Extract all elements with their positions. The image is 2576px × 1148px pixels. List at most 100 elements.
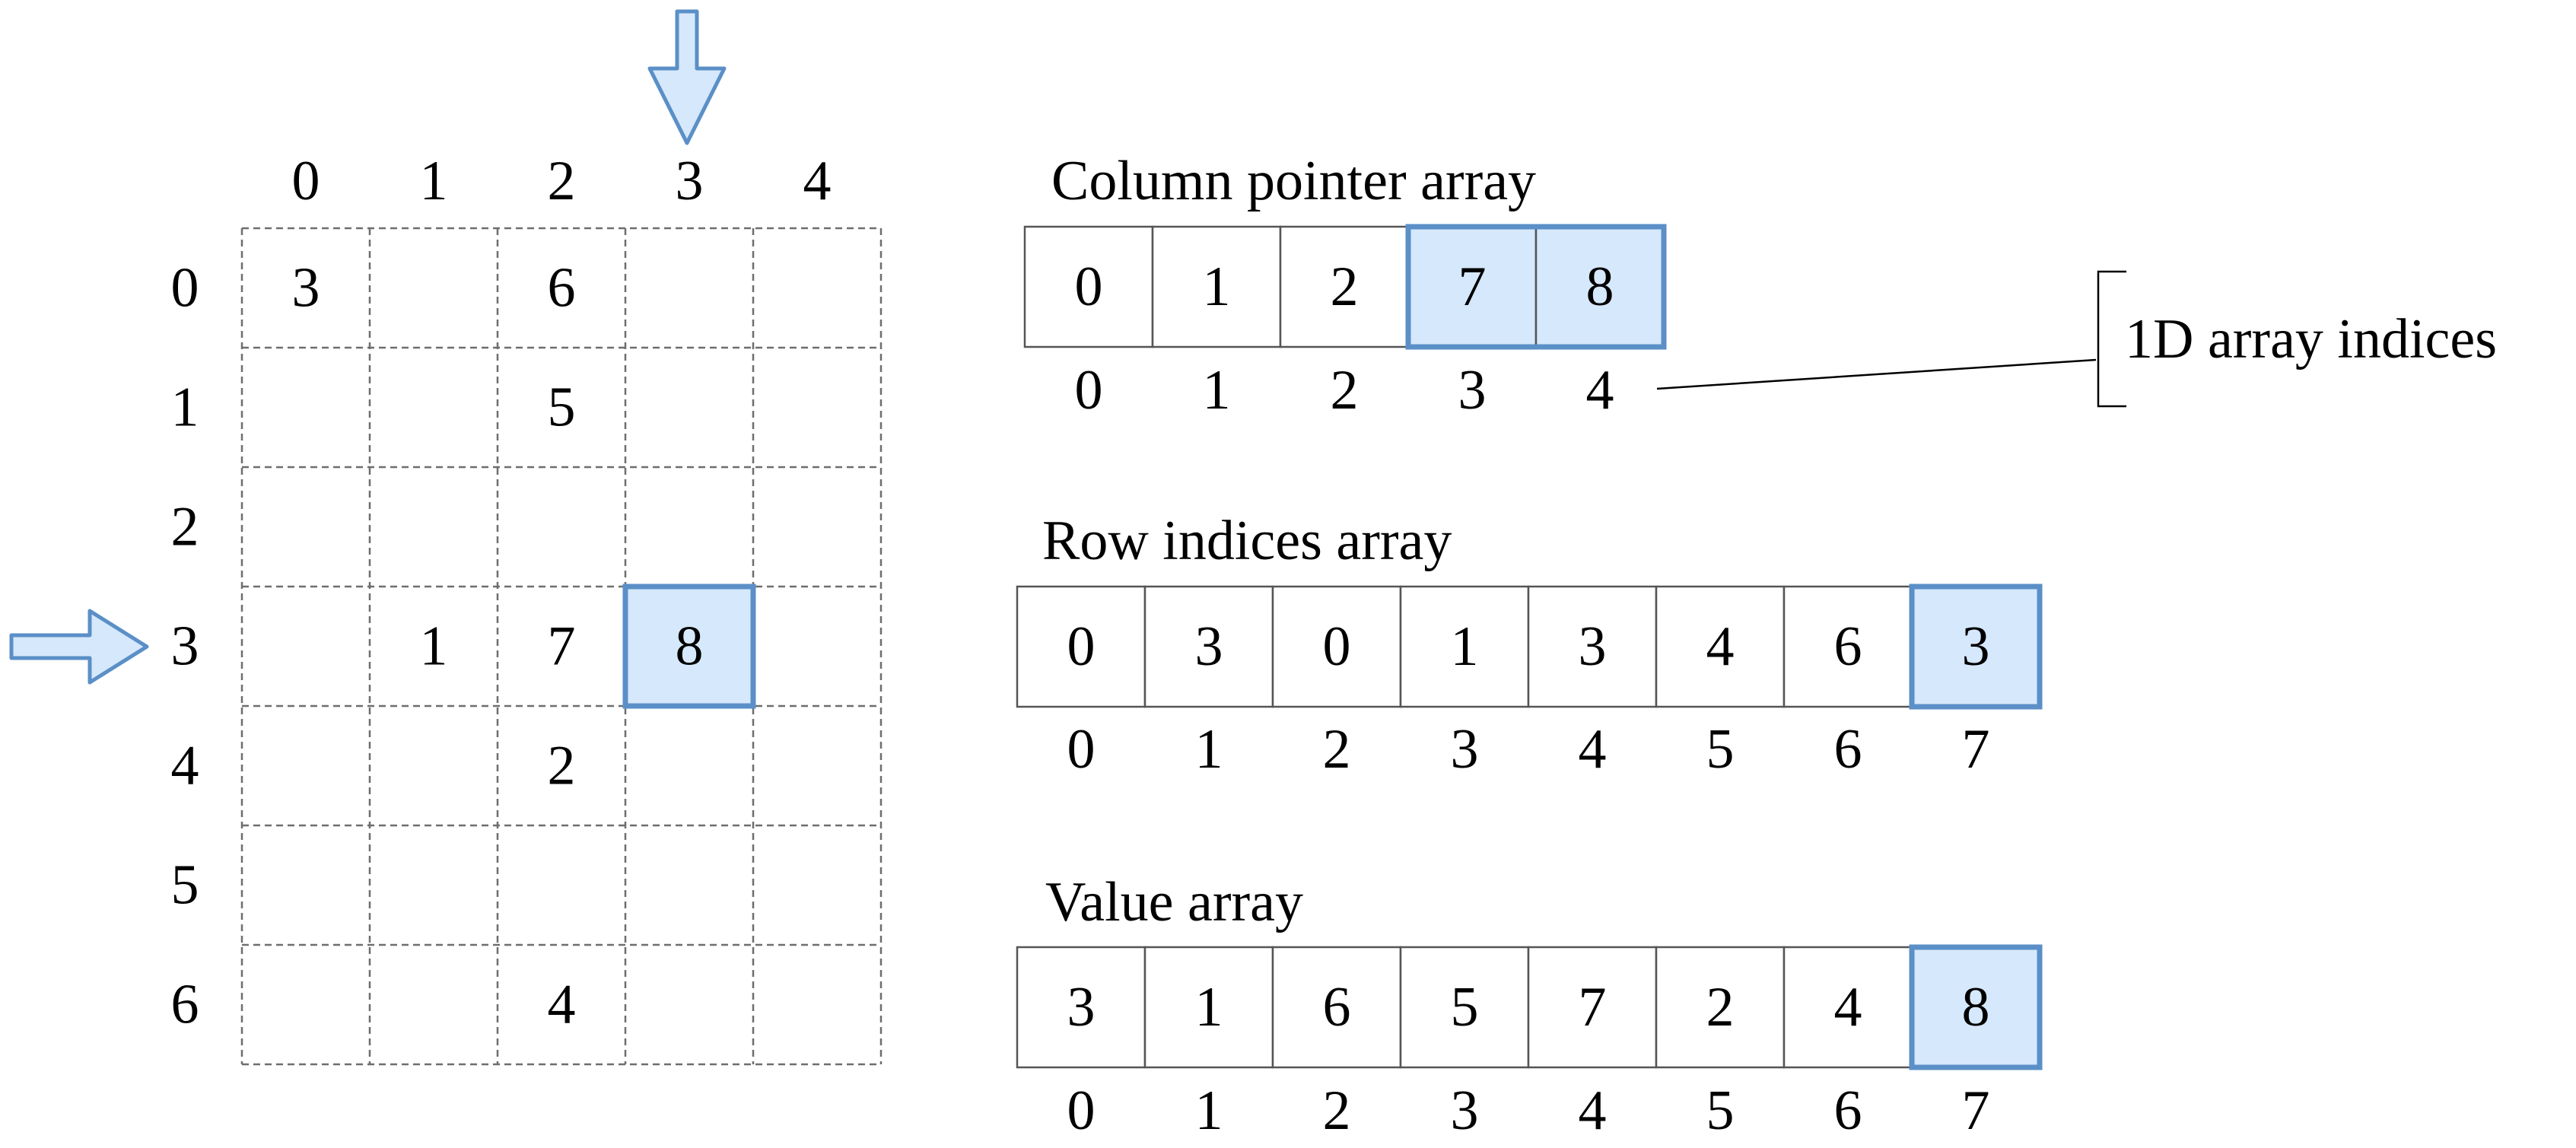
array-cell	[1655, 585, 1786, 708]
matrix-col-header: 0	[292, 150, 320, 212]
array-cell-value: 1	[1195, 976, 1223, 1038]
array-cell-value: 0	[1075, 256, 1103, 318]
array-cell	[1023, 225, 1154, 348]
array-index: 7	[1962, 1080, 1990, 1142]
array-cell-value: 4	[1834, 976, 1862, 1038]
matrix-row-header: 6	[171, 974, 199, 1036]
array-cell-value: 8	[1586, 256, 1614, 318]
array-cell	[1143, 946, 1274, 1069]
matrix-cell-value: 2	[548, 735, 576, 797]
matrix-row-header: 1	[171, 377, 199, 439]
array-cell	[1534, 225, 1665, 348]
array-index: 0	[1067, 718, 1096, 781]
matrix-row-header: 4	[171, 735, 199, 797]
array-index: 6	[1834, 1080, 1862, 1142]
callout-label: 1D array indices	[2125, 308, 2497, 370]
matrix-cell-value: 8	[676, 615, 704, 678]
array-cell	[1783, 946, 1913, 1069]
column-pointer-array: Column pointer array 0 1 2 7 8 0 1 2 3 4	[1023, 150, 1667, 421]
array-cell-value: 8	[1962, 976, 1990, 1038]
callout-bracket	[2097, 270, 2126, 408]
array-cell	[1016, 585, 1146, 708]
matrix-row-header: 0	[171, 257, 199, 320]
dense-matrix: 0 1 2 3 4 0 1 2 3 4 5 6 3 6 5 1 7 8 2 4	[171, 150, 883, 1066]
array-index: 0	[1067, 1080, 1096, 1142]
array-index: 4	[1586, 359, 1614, 421]
array-index: 3	[1451, 718, 1479, 781]
array-cell	[1279, 225, 1410, 348]
array-cell	[1399, 946, 1530, 1069]
matrix-cell-value: 6	[548, 257, 576, 320]
array-index: 0	[1075, 359, 1103, 421]
array-cell-value: 1	[1451, 615, 1479, 678]
matrix-col-header: 3	[676, 150, 704, 212]
array-cell-value: 3	[1962, 615, 1990, 678]
array-cell	[1655, 946, 1786, 1069]
array-cell-value: 7	[1458, 256, 1487, 318]
array-index: 1	[1203, 359, 1231, 421]
highlighted-matrix-cell	[622, 584, 756, 709]
matrix-row-headers: 0 1 2 3 4 5 6	[171, 257, 199, 1036]
matrix-cell-value: 1	[420, 615, 448, 678]
array-index: 2	[1323, 1080, 1351, 1142]
matrix-cell-value: 3	[292, 257, 320, 320]
matrix-grid	[240, 227, 883, 1066]
callout-leader-line	[1656, 358, 2097, 390]
array-cell-value: 6	[1323, 976, 1351, 1038]
array-index: 7	[1962, 718, 1990, 781]
matrix-row-header: 3	[171, 615, 199, 678]
matrix-col-header: 2	[548, 150, 576, 212]
array-index: 2	[1323, 718, 1351, 781]
array-cell-value: 3	[1579, 615, 1607, 678]
column-pointer-title: Column pointer array	[1051, 150, 1536, 212]
array-cell-value: 5	[1451, 976, 1479, 1038]
array-cell	[1271, 585, 1402, 708]
column-pointer-indices: 0 1 2 3 4	[1075, 359, 1614, 421]
indices-callout: 1D array indices	[1656, 270, 2497, 408]
array-cell-value: 7	[1579, 976, 1607, 1038]
array-cell-value: 1	[1203, 256, 1231, 318]
array-cell-value: 4	[1706, 615, 1735, 678]
array-index: 3	[1458, 359, 1487, 421]
array-highlight	[1909, 944, 2043, 1070]
matrix-col-header: 1	[420, 150, 448, 212]
array-cell-value: 2	[1331, 256, 1359, 318]
array-cell	[1016, 946, 1146, 1069]
array-cell-value: 0	[1067, 615, 1096, 678]
right-arrow-icon	[9, 609, 149, 685]
array-cell	[1271, 946, 1402, 1069]
matrix-cell-value: 5	[548, 377, 576, 439]
array-index: 1	[1195, 1080, 1223, 1142]
array-index: 5	[1706, 718, 1735, 781]
matrix-row-header: 5	[171, 854, 199, 917]
matrix-col-header: 4	[803, 150, 832, 212]
matrix-row-header: 2	[171, 496, 199, 558]
value-array-cells: 3 1 6 5 7 2 4 8	[1016, 944, 2043, 1070]
column-pointer-cells: 0 1 2 7 8	[1023, 224, 1667, 350]
array-cell	[1527, 585, 1658, 708]
array-cell-value: 3	[1067, 976, 1096, 1038]
array-cell-value: 2	[1706, 976, 1735, 1038]
array-index: 2	[1331, 359, 1359, 421]
value-array-indices: 0 1 2 3 4 5 6 7	[1067, 1080, 1990, 1142]
matrix-column-headers: 0 1 2 3 4	[292, 150, 832, 212]
array-index: 4	[1579, 1080, 1607, 1142]
array-cell	[1783, 585, 1913, 708]
array-index: 4	[1579, 718, 1607, 781]
matrix-cell-value: 7	[548, 615, 576, 678]
value-array: Value array 3 1 6 5 7 2 4 8 0 1 2 3 4 5 6 7	[1016, 871, 2043, 1142]
value-array-title: Value array	[1045, 871, 1303, 933]
array-index: 1	[1195, 718, 1223, 781]
array-cell	[1151, 225, 1282, 348]
array-cell	[1143, 585, 1274, 708]
array-cell-value: 3	[1195, 615, 1223, 678]
down-arrow-icon	[647, 9, 727, 145]
array-index: 5	[1706, 1080, 1735, 1142]
array-highlight	[1909, 584, 2043, 710]
array-index: 3	[1451, 1080, 1479, 1142]
array-cell-value: 6	[1834, 615, 1862, 678]
array-cell	[1910, 946, 2041, 1069]
row-indices-title: Row indices array	[1042, 510, 1452, 572]
